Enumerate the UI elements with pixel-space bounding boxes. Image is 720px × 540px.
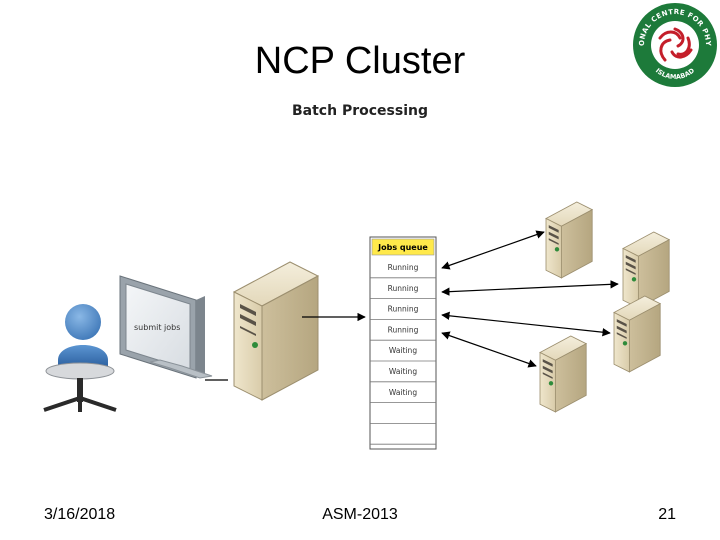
queue-node4-arrow xyxy=(441,331,537,368)
ncp-logo: NATIONAL CENTRE FOR PHYSICS ISLAMABAD xyxy=(632,2,717,87)
queue-slot-label: Waiting xyxy=(389,346,417,355)
slide-title: NCP Cluster xyxy=(254,40,466,82)
queue-slot-label: Waiting xyxy=(389,367,417,376)
worker-node-server-icon xyxy=(613,295,662,373)
user-icon xyxy=(43,304,117,412)
logo-emblem-icon xyxy=(658,27,693,62)
page-number: 21 xyxy=(658,506,676,523)
queue-slot-label: Running xyxy=(388,263,419,272)
worker-node-server-icon xyxy=(539,335,588,413)
queue-slot-label: Running xyxy=(388,284,419,293)
footer-center-text: ASM-2013 xyxy=(322,506,398,523)
queue-slot-label: Running xyxy=(388,325,419,334)
monitor-text: submit jobs xyxy=(134,323,180,332)
queue-slot-label: Running xyxy=(388,305,419,314)
queue-node1-arrow xyxy=(441,230,545,270)
jobs-queue: Jobs queue RunningRunningRunningRunningW… xyxy=(369,236,437,450)
worker-node-server-icon xyxy=(622,231,671,309)
monitor-icon: submit jobs xyxy=(119,275,213,379)
main-server-icon xyxy=(232,261,320,401)
queue-node2-arrow xyxy=(441,280,619,296)
worker-nodes xyxy=(539,201,671,413)
worker-node-server-icon xyxy=(545,201,594,279)
queue-node3-arrow xyxy=(441,311,611,337)
diagram-subtitle: Batch Processing xyxy=(292,103,428,119)
queue-header: Jobs queue xyxy=(377,243,428,252)
footer-date: 3/16/2018 xyxy=(44,506,116,523)
queue-slots: RunningRunningRunningRunningWaitingWaiti… xyxy=(370,263,436,445)
queue-slot-label: Waiting xyxy=(389,388,417,397)
